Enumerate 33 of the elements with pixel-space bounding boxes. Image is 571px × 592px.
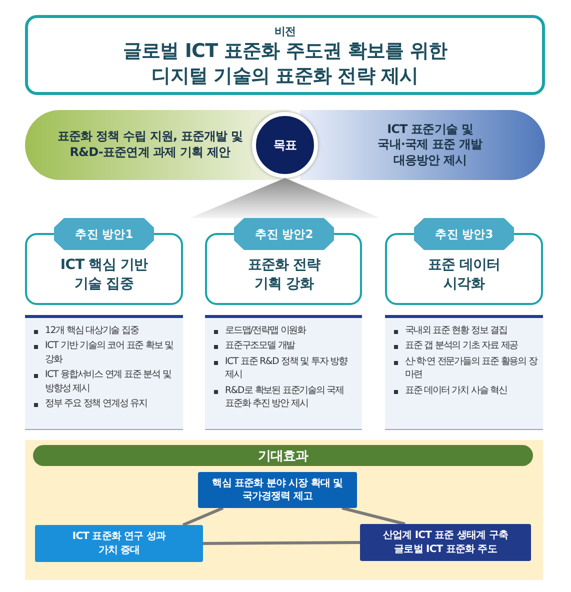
list-item: 산·학·연 전문가들의 표준 활용의 장 마련 xyxy=(393,354,539,382)
list-item: 표준 갭 분석의 기초 자료 제공 xyxy=(393,339,539,353)
effect-box: 핵심 표준화 분야 시장 확대 및 국가경쟁력 제고 xyxy=(198,472,357,508)
effect-box: 산업계 ICT 표준 생태계 구축 글로벌 ICT 표준화 주도 xyxy=(360,524,531,561)
list-item: 표준 데이터 가치 사슬 혁신 xyxy=(393,384,539,398)
list-panel xyxy=(25,315,183,430)
arrow xyxy=(190,178,380,218)
list-item: 정부 주요 정책 연계성 유지 xyxy=(33,397,179,411)
strategy-title: ICT 핵심 기반 기술 집중 xyxy=(59,256,149,294)
list-item: ICT 표준 R&D 정책 및 투자 방향 제시 xyxy=(213,354,358,382)
strategy-title: 표준화 전략 기획 강화 xyxy=(246,256,322,294)
connector-line xyxy=(203,541,360,545)
header-bar: 기대효과 xyxy=(33,445,533,466)
vision-box xyxy=(25,15,545,95)
connector-line xyxy=(342,506,406,526)
list-item: ICT 기반 기술의 코어 표준 확보 및 강화 xyxy=(33,339,179,366)
connector-line xyxy=(182,506,224,526)
list-item: ICT 융합서비스 연계 표준 분석 및 방향성 제시 xyxy=(33,368,179,396)
list-item: R&D로 확보된 표준기술의 국제 표준화 추진 방안 제시 xyxy=(213,384,358,411)
hexagon-tag: 추진 방안3 xyxy=(414,218,514,250)
effects-panel xyxy=(25,440,543,580)
hexagon-tag: 추진 방안2 xyxy=(234,218,334,250)
list-item: 국내외 표준 현황 정보 결집 xyxy=(393,324,539,338)
list-item: 표준구조모델 개발 xyxy=(213,339,358,353)
vision-label: 비전 xyxy=(274,24,296,40)
effect-box: ICT 표준화 연구 성과 가치 증대 xyxy=(35,525,203,562)
vision-title: 글로벌 ICT 표준화 주도권 확보를 위한 디지털 기술의 표준화 전략 제시 xyxy=(122,39,448,89)
list-item: 로드맵/전략맵 이원화 xyxy=(213,324,358,338)
hexagon-tag: 추진 방안1 xyxy=(54,218,154,250)
list-item: 12개 핵심 대상기술 집중 xyxy=(33,324,179,338)
list-panel xyxy=(385,315,543,430)
list-panel xyxy=(205,315,362,430)
strategy-title: 표준 데이터 시각화 xyxy=(426,256,502,294)
